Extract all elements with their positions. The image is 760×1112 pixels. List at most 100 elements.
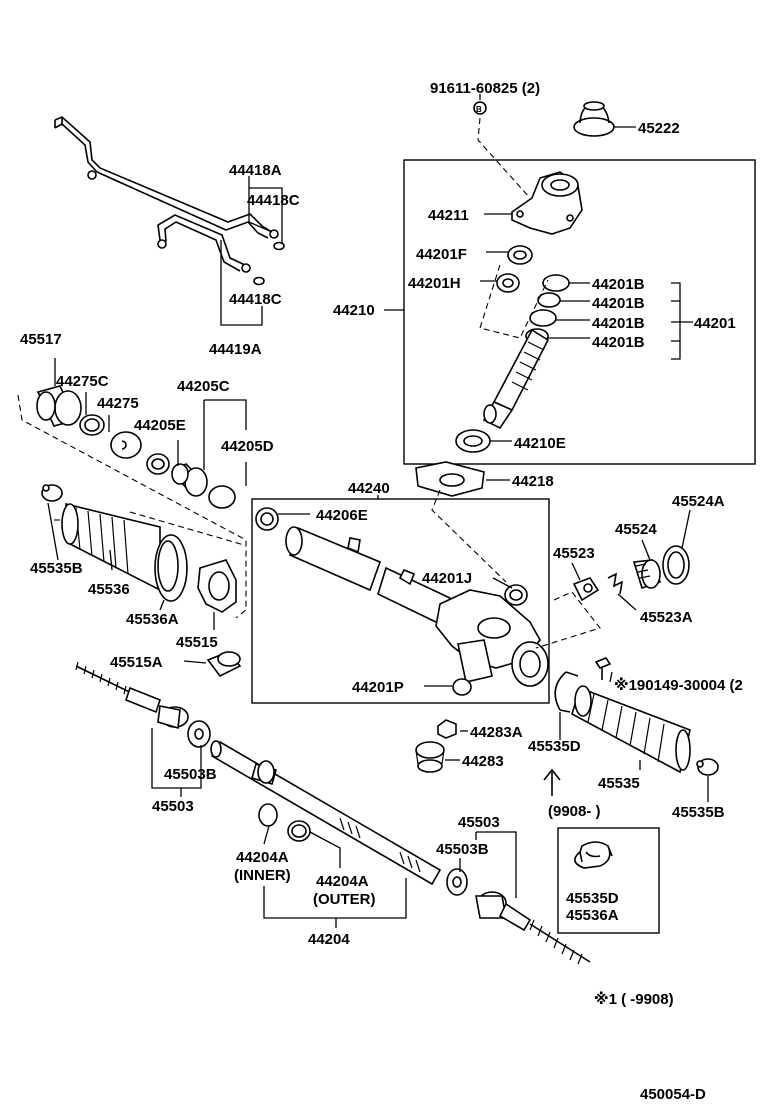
pressure-tube-upper [54,116,279,239]
label-45222: 45222 [638,120,680,137]
label-45535D: 45535D [528,738,581,755]
label-44210: 44210 [333,302,375,319]
dashed-guide-lines [17,117,601,649]
washer-45503B-right [446,868,468,896]
housing-assembly-box [403,159,756,465]
label-44418A: 44418A [229,162,282,179]
label-45523: 45523 [553,545,595,562]
label-45535: 45535 [598,775,640,792]
footnote: ※1 ( -9908) [594,990,674,1008]
label-45503B-right: 45503B [436,841,489,858]
label-45535B-right: 45535B [672,804,725,821]
label-44206E: 44206E [316,507,368,524]
label-190149: ※190149-30004 (2 [614,676,743,694]
label-inset-45535D: 45535D [566,890,619,907]
label-45523A: 45523A [640,609,693,626]
label-9908: (9908- ) [548,803,601,820]
gasket-44418C-top [273,241,285,251]
label-45515: 45515 [176,634,218,651]
seal-44201J [504,584,528,606]
grommet-45515A [206,651,242,678]
label-44418C-bottom: 44418C [229,291,282,308]
label-44419A: 44419A [209,341,262,358]
boot-45536 [61,502,161,592]
cap-45222 [573,101,615,137]
label-45503B-left: 45503B [164,766,217,783]
ring-44205E [146,453,170,475]
label-44201B-2: 44201B [592,295,645,312]
arrow-up-icon [543,768,561,796]
ring-44204A-inner [258,803,278,827]
seal-44201H [496,273,520,293]
label-44283: 44283 [462,753,504,770]
bracket-45515 [197,559,237,613]
label-44210E: 44210E [514,435,566,452]
seal-44210E [455,429,491,453]
clamp-inset-icon [574,841,613,869]
gasket-44218 [415,461,485,497]
label-44201H: 44201H [408,275,461,292]
label-45503-right: 45503 [458,814,500,831]
diagram-id: 450054-D [640,1086,706,1103]
seal-44201P [452,678,472,696]
clamp-45524A [662,545,690,585]
label-inner: (INNER) [234,867,291,884]
label-45524A: 45524A [672,493,725,510]
bracket-45517 [36,385,82,427]
label-44283A: 44283A [470,724,523,741]
label-44201B-4: 44201B [592,334,645,351]
pressure-tube-lower [157,214,251,273]
clamp-inset-box [557,827,660,934]
label-44201B-3: 44201B [592,315,645,332]
label-45515A: 45515A [110,654,163,671]
clamp-45535B-right [696,758,719,776]
guide-45523 [572,577,600,602]
valve-housing-44211 [511,171,583,235]
label-44201: 44201 [694,315,736,332]
label-44211: 44211 [428,207,469,224]
bushing-44205C [170,463,208,497]
valve-shaft [482,328,550,430]
gasket-44418C-bottom [253,276,265,286]
label-44205C: 44205C [177,378,230,395]
seal-44206E [255,507,279,531]
label-44204: 44204 [308,931,350,948]
washer-45503B-left [187,720,211,748]
label-44201F: 44201F [416,246,467,263]
nut-44283A [437,719,457,739]
tie-rod-end-right [475,891,591,965]
label-44205D: 44205D [221,438,274,455]
rack-shaft [210,740,442,886]
bolt-91611: B [473,101,487,115]
label-45517: 45517 [20,331,62,348]
label-outer: (OUTER) [313,891,376,908]
label-44201P: 44201P [352,679,404,696]
clamp-45535D [554,671,579,713]
bushing-44275 [110,431,142,459]
label-44218: 44218 [512,473,554,490]
label-45503-left: 45503 [152,798,194,815]
rack-housing-44240 [285,526,549,687]
clamp-45536A [154,534,188,602]
ring-44204A-outer [287,820,311,842]
ring-44275C [79,414,105,436]
label-44205E: 44205E [134,417,186,434]
tie-rod-end-left [75,661,189,730]
leader-lines [47,94,709,928]
boot-45535 [571,685,691,774]
label-45524: 45524 [615,521,657,538]
clamp-45535B-left [41,484,63,502]
rack-housing-box [251,498,550,704]
label-inset-45536A: 45536A [566,907,619,924]
bolt-190149 [594,657,612,680]
label-44201J: 44201J [422,570,472,587]
cap-45524 [632,559,662,590]
label-44204A-outer: 44204A [316,873,369,890]
label-44204A-inner: 44204A [236,849,289,866]
label-44240: 44240 [348,480,390,497]
spring-44283 [415,741,445,773]
label-44418C-top: 44418C [247,192,300,209]
label-45535B-left: 45535B [30,560,83,577]
label-44201B-1: 44201B [592,276,645,293]
